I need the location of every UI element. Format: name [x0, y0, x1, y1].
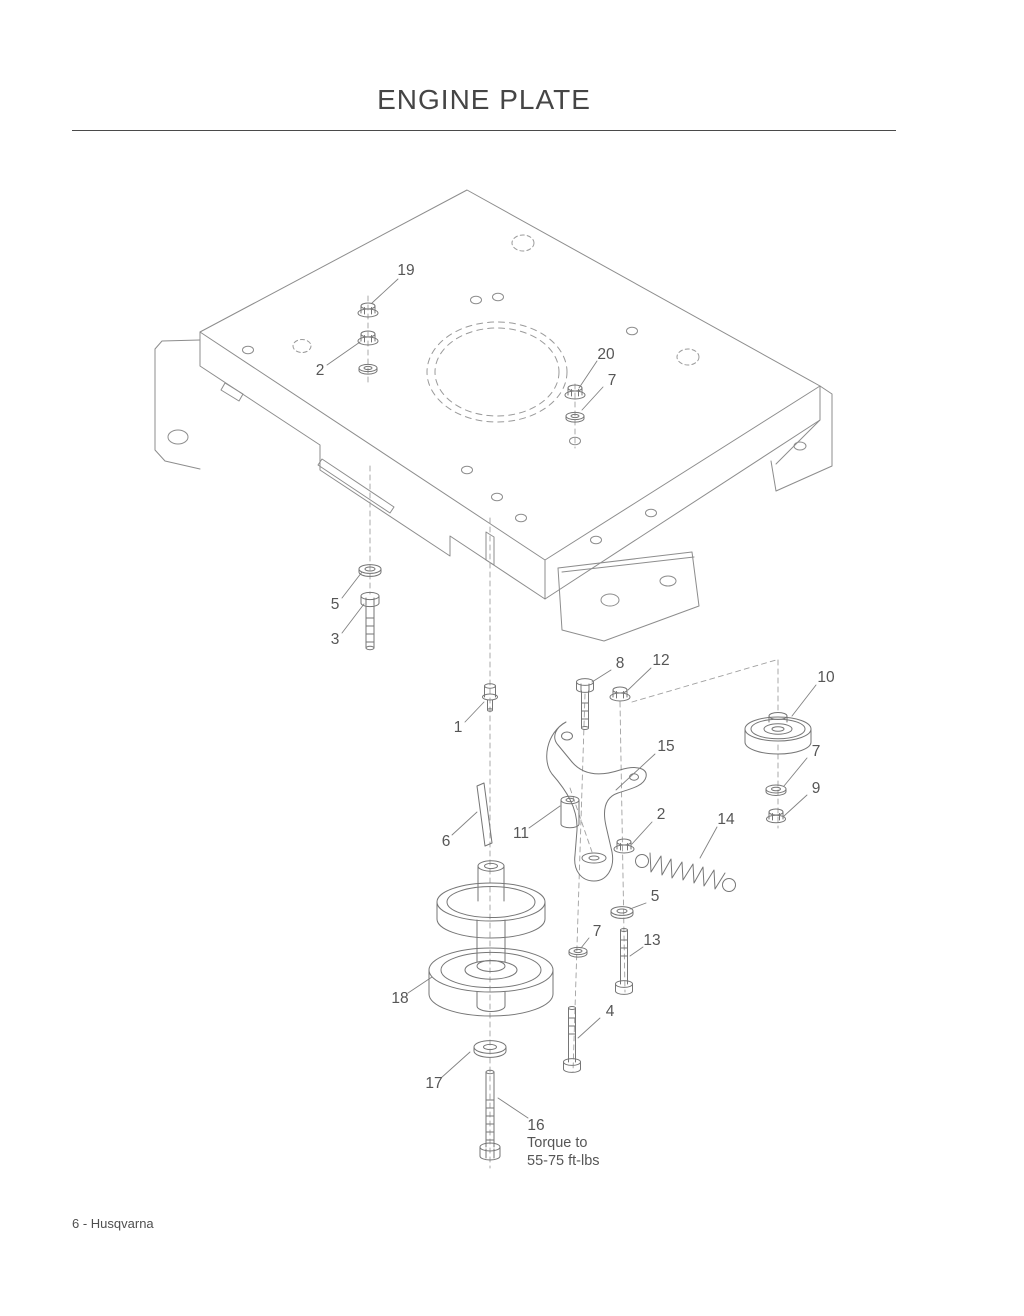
bolt-13	[615, 928, 633, 995]
flange-nut-2-upper	[357, 330, 379, 346]
callout-4: 4	[605, 1003, 615, 1020]
center-lines	[367, 295, 779, 1169]
washer-7-mid	[568, 946, 588, 958]
callout-7-right: 7	[811, 743, 821, 760]
torque-note-line1: Torque to	[527, 1135, 588, 1151]
flange-nut-20	[564, 384, 586, 400]
pin-1	[482, 683, 498, 712]
callout-11: 11	[512, 825, 530, 842]
callout-5-left: 5	[330, 596, 340, 613]
callout-10: 10	[817, 669, 835, 686]
bolt-3	[360, 591, 380, 651]
callout-16: 16	[527, 1117, 545, 1134]
flange-nut-12	[609, 686, 631, 702]
engine-plate-outline	[154, 189, 833, 642]
washer-5-mid	[610, 906, 634, 919]
rod-6	[476, 782, 493, 847]
washer-7-upper	[565, 411, 585, 423]
spacer-11	[560, 795, 580, 829]
callout-8: 8	[615, 655, 625, 672]
callout-17: 17	[425, 1075, 443, 1092]
callout-5-mid: 5	[650, 888, 660, 905]
callout-9: 9	[811, 780, 821, 797]
title-block: ENGINE PLATE	[72, 84, 896, 131]
callout-1: 1	[453, 719, 463, 736]
callout-7-upper: 7	[607, 372, 617, 389]
pulley-stack-18	[428, 860, 554, 1017]
dashed-holes	[292, 234, 700, 366]
callout-12: 12	[652, 652, 670, 669]
bolt-8	[576, 678, 594, 730]
callout-20: 20	[597, 346, 615, 363]
washer-7-right	[765, 784, 787, 796]
callout-14: 14	[717, 811, 735, 828]
callout-7-mid: 7	[592, 923, 602, 940]
plate-holes	[242, 292, 657, 545]
extension-spring-14	[635, 852, 736, 892]
leader-lines	[326, 278, 817, 1119]
torque-note-line2: 55-75 ft-lbs	[527, 1153, 600, 1169]
bolt-16	[479, 1069, 501, 1161]
callout-6: 6	[441, 833, 451, 850]
page-footer: 6 - Husqvarna	[72, 1216, 154, 1231]
callout-2-lower: 2	[656, 806, 666, 823]
callout-3: 3	[330, 631, 340, 648]
washer-under-nut-2	[358, 363, 378, 375]
idler-pulley-10	[744, 712, 812, 755]
torque-note: Torque to 55-75 ft-lbs	[527, 1134, 600, 1170]
callout-2-upper: 2	[315, 362, 325, 379]
flange-nut-19	[357, 302, 379, 318]
washer-17	[473, 1040, 507, 1058]
washer-5-left	[358, 564, 382, 577]
bolt-4	[563, 1006, 581, 1073]
engine-mount-hole-dashed	[426, 321, 568, 423]
callout-15: 15	[657, 738, 675, 755]
nut-9	[766, 808, 786, 824]
callout-18: 18	[391, 990, 409, 1007]
page-title: ENGINE PLATE	[377, 84, 591, 115]
callout-13: 13	[643, 932, 661, 949]
flange-nut-2-lower	[613, 838, 635, 854]
callout-19: 19	[397, 262, 415, 279]
